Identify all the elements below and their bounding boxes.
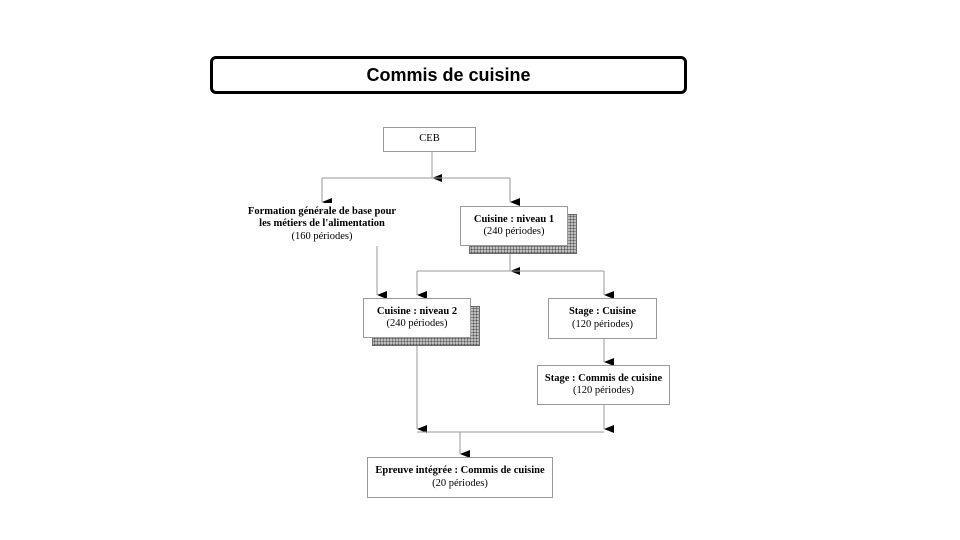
node-cuisine2-title: Cuisine : niveau 2 [376,305,458,317]
diagram-title: Commis de cuisine [366,64,531,85]
node-ceb: CEB [383,127,476,152]
node-stage-commis-title: Stage : Commis de cuisine [544,372,663,384]
node-stage-cuisine-title: Stage : Cuisine [568,306,637,317]
node-cuisine1: Cuisine : niveau 1 (240 périodes) [460,206,568,246]
node-cuisine1-hours: (240 périodes) [483,226,545,237]
node-stage-cuisine: Stage : Cuisine (120 périodes) [548,298,657,339]
node-epreuve-title: Epreuve intégrée : Commis de cuisine [375,465,545,476]
node-stage-commis: Stage : Commis de cuisine (120 périodes) [537,365,670,405]
title-banner: Commis de cuisine [210,56,687,94]
node-cuisine1-title: Cuisine : niveau 1 [473,213,555,225]
node-cuisine2-hours: (240 périodes) [386,318,448,329]
node-stage-cuisine-hours: (120 périodes) [572,318,633,330]
node-formation-title-line1: Formation générale de base pour [247,205,397,217]
node-formation-hours: (160 périodes) [291,230,353,242]
node-epreuve-hours: (20 périodes) [432,477,488,489]
node-cuisine2: Cuisine : niveau 2 (240 périodes) [363,298,471,338]
node-stage-commis-hours: (120 périodes) [573,385,634,396]
node-formation-title-line2: les métiers de l'alimentation [259,218,385,230]
node-epreuve: Epreuve intégrée : Commis de cuisine (20… [367,457,553,498]
node-ceb-label: CEB [419,133,440,145]
node-formation: Formation générale de base pour les méti… [232,203,412,246]
